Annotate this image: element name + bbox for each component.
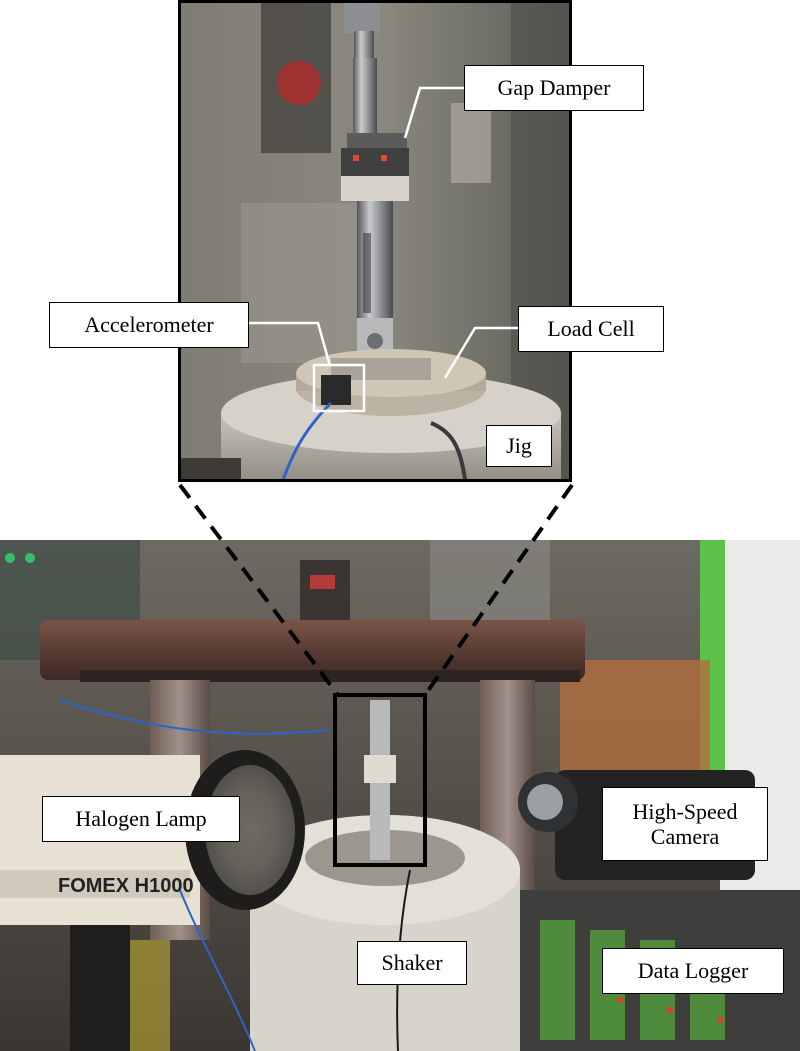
gap-damper-label: Gap Damper [464,65,644,111]
data-logger-label: Data Logger [602,948,784,994]
halogen-lamp-label: Halogen Lamp [42,796,240,842]
shaker-label: Shaker [357,941,467,985]
accelerometer-label: Accelerometer [49,302,249,348]
load-cell-label: Load Cell [518,306,664,352]
jig-label: Jig [486,425,552,467]
high-speed-camera-label: High-Speed Camera [602,787,768,861]
lamp-brand-text: FOMEX H1000 [58,875,194,897]
